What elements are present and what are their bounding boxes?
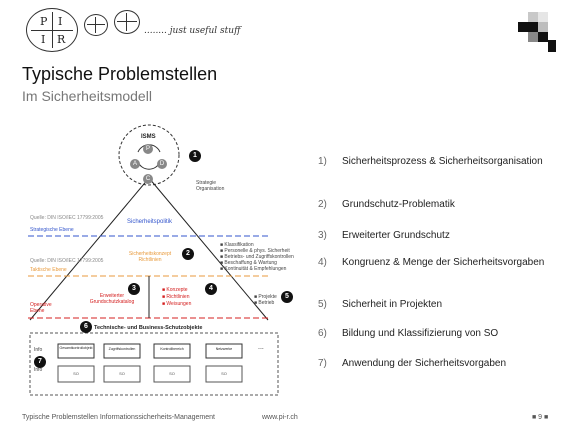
list-number: 5) [318, 299, 327, 310]
isms-label: ISMS [141, 134, 156, 140]
logo: P I I R [26, 8, 78, 52]
source-mid: Quelle: DIN ISO/IEC 17799:2005 [30, 258, 104, 264]
list-text: Sicherheitsprozess & Sicherheitsorganisa… [342, 156, 543, 167]
ellipsis: ... [258, 344, 264, 351]
concept-label: Sicherheitskonzept Richtlinien [128, 251, 172, 263]
corner-squares-icon [518, 12, 558, 60]
cycle-node-c: C [143, 174, 153, 184]
cycle-node-a: A [130, 159, 140, 169]
marker-2: 2 [182, 248, 194, 260]
catalog-label: Erweiterter Grundschutzkatalog [89, 293, 135, 305]
list-number: 7) [318, 358, 327, 369]
list-text: Kongruenz & Menge der Sicherheitsvorgabe… [342, 257, 545, 268]
cycle-node-p: P [143, 144, 153, 154]
page-subtitle: Im Sicherheitsmodell [22, 88, 152, 104]
object-box-label: Kontrollbereich [160, 347, 184, 351]
sub-box-label: SO [221, 371, 227, 376]
list-text: Anwendung der Sicherheitsvorgaben [342, 358, 506, 369]
sub-box-label: SO [119, 371, 125, 376]
page-title: Typische Problemstellen [22, 64, 218, 84]
strategy-notes: Strategie Organisation [196, 180, 225, 192]
logo-circle-icon [114, 10, 140, 34]
list-number: 6) [318, 328, 327, 339]
marker-1: 1 [189, 150, 201, 162]
marker-7: 7 [34, 356, 46, 368]
list-text: Erweiterter Grundschutz [342, 230, 450, 241]
object-box-label: Zugriffskontrollen [108, 347, 136, 351]
footer-link[interactable]: www.pi-r.ch [262, 414, 298, 421]
measures-list: ■ Konzepte ■ Richtlinien ■ Weisungen [162, 287, 192, 307]
tagline: ........ just useful stuff [144, 26, 241, 36]
list-text: Grundschutz-Problematik [342, 199, 455, 210]
marker-5: 5 [281, 291, 293, 303]
sub-box-label: SO [73, 371, 79, 376]
objects-label: Technische- und Business-Schutzobjekte [94, 325, 203, 331]
list-number: 1) [318, 156, 327, 167]
logo-circle-icon [84, 14, 108, 36]
marker-3: 3 [128, 283, 140, 295]
logo-cross-v [52, 12, 53, 48]
source-top: Quelle: DIN ISO/IEC 17799:2005 [30, 215, 104, 221]
object-box-label: Netzwerke [215, 347, 233, 351]
policy-label: Sicherheitspolitik [127, 219, 173, 225]
list-number: 3) [318, 230, 327, 241]
cycle-node-d: D [157, 159, 167, 169]
footer-text: Typische Problemstellen Informationssich… [22, 414, 215, 421]
logo-letter-tl: P [40, 15, 48, 28]
marker-4: 4 [205, 283, 217, 295]
list-number: 4) [318, 257, 327, 268]
strategic-layer-label: Strategische Ebene [30, 227, 74, 233]
object-box-label: Gesamtkontrollobjekt [59, 346, 93, 350]
logo-letter-br: R [57, 33, 66, 46]
operative-layer-label: Operative Ebene [30, 302, 52, 314]
sub-box-label: SO [169, 371, 175, 376]
logo-letter-bl: I [41, 33, 46, 46]
tactical-layer-label: Taktische Ebene [30, 267, 67, 273]
project-notes: ■ Projekte ■ Betrieb [254, 294, 277, 306]
page-number: ■ 9 ■ [532, 414, 549, 421]
logo-letter-tr: I [58, 15, 63, 28]
tactical-notes: ■ Klassifikation ■ Personelle & phys. Si… [220, 242, 294, 272]
list-number: 2) [318, 199, 327, 210]
list-text: Bildung und Klassifizierung von SO [342, 328, 499, 339]
marker-6: 6 [80, 321, 92, 333]
bottom-left-notes: Info Info [34, 347, 43, 373]
list-text: Sicherheit in Projekten [342, 299, 443, 310]
